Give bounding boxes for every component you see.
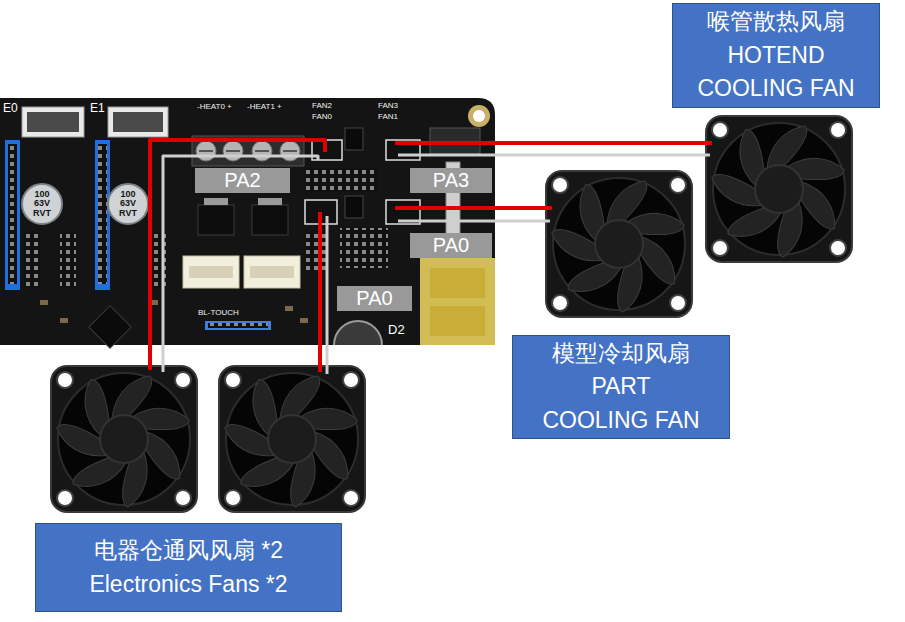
fan-wire-part [395, 141, 712, 145]
probe-header [205, 321, 271, 330]
pin-name: PA3 [410, 168, 492, 193]
callout-title: 模型冷却风扇 [527, 337, 715, 370]
driver-header-part [95, 140, 110, 290]
control-board-part [473, 110, 485, 122]
fan-wire-part [318, 212, 322, 372]
silkscreen-label: D2 [388, 323, 405, 337]
jst-connector-part [244, 256, 300, 288]
capacitor-marking: 100 63V RVT [114, 190, 142, 218]
fan-callout-box: 电器仓通风风扇 *2Electronics Fans *2 [35, 523, 342, 612]
fan-wire-part [326, 216, 329, 374]
pin-header [305, 168, 388, 270]
mosfet-part [204, 198, 228, 205]
fan-callout-box: 模型冷却风扇PART COOLING FAN [512, 335, 730, 439]
probe-header-part [205, 321, 271, 330]
heater-terminal-part [199, 150, 297, 152]
driver-header-part [98, 144, 107, 284]
callout-title: 喉管散热风扇 [682, 5, 870, 38]
motor-connector-part [113, 112, 163, 132]
jst-connector [183, 256, 300, 288]
callout-title: 电器仓通风风扇 *2 [46, 534, 331, 567]
capacitor-marking: 100 63V RVT [28, 190, 56, 218]
capacitor [22, 184, 148, 224]
pin-name: PA0 [337, 286, 412, 311]
fan-wire-part [398, 220, 550, 223]
chip-part [300, 318, 308, 323]
chip-part [89, 306, 131, 348]
pin-header-part [305, 168, 377, 192]
callout-subtitle: Electronics Fans *2 [46, 568, 331, 601]
pin-name: PA0 [410, 233, 492, 258]
fan-wire-part [395, 206, 552, 210]
power-terminal-part [420, 258, 495, 345]
connector-label: E1 [90, 102, 105, 115]
jst-connector-part [183, 256, 239, 288]
mosfet [198, 198, 288, 235]
fan-part [546, 171, 692, 317]
silkscreen-label: -HEAT0 + [197, 103, 232, 112]
silkscreen-label: FAN2 [312, 102, 332, 111]
motor-connector-part [27, 112, 79, 132]
chip-part [60, 318, 68, 323]
bulk-capacitor-part [334, 321, 382, 345]
fan-header-part [345, 196, 363, 218]
bulk-capacitor [334, 321, 382, 345]
silkscreen-label: FAN0 [312, 113, 332, 122]
chip-part [40, 300, 48, 305]
fan-header-part [345, 128, 363, 150]
driver-header [5, 140, 166, 290]
callout-subtitle: PART COOLING FAN [527, 370, 715, 437]
jst-connector-part [250, 266, 294, 278]
power-terminal-part [430, 306, 485, 336]
driver-header-part [60, 232, 76, 288]
callout-subtitle: HOTEND COOLING FAN [682, 39, 870, 106]
capacitor-part [22, 184, 62, 224]
fan-wire-part [150, 140, 325, 370]
chip [40, 300, 308, 348]
capacitor-part [108, 184, 148, 224]
connector-label: E0 [3, 102, 18, 115]
pin-header-part [340, 228, 388, 268]
mosfet-part [258, 198, 282, 205]
motor-connector-part [22, 107, 84, 137]
power-terminal-part [430, 268, 485, 298]
silkscreen-label: FAN1 [378, 113, 398, 122]
fan-part [219, 366, 365, 512]
fan [51, 116, 852, 512]
driver-header-part [5, 140, 20, 290]
fan-part [51, 366, 197, 512]
fan-callout-box: 喉管散热风扇HOTEND COOLING FAN [672, 3, 880, 108]
silkscreen-label: FAN3 [378, 102, 398, 111]
driver-header-part [8, 144, 17, 284]
silkscreen-label: BL-TOUCH [198, 309, 239, 318]
probe-header-part [208, 323, 268, 328]
fan-part [706, 116, 852, 262]
fan-wire-part [398, 154, 710, 157]
pin-header-part [305, 230, 329, 270]
mosfet-part [198, 205, 234, 235]
silkscreen-label: -HEAT1 + [247, 103, 282, 112]
mosfet-part [252, 205, 288, 235]
control-board-part [468, 105, 490, 127]
pin-name: PA2 [195, 168, 290, 193]
jst-connector-part [189, 266, 233, 278]
motor-connector-part [108, 107, 168, 137]
driver-header-part [24, 232, 40, 288]
fan-wire-part [163, 156, 318, 372]
chip-part [285, 306, 293, 311]
